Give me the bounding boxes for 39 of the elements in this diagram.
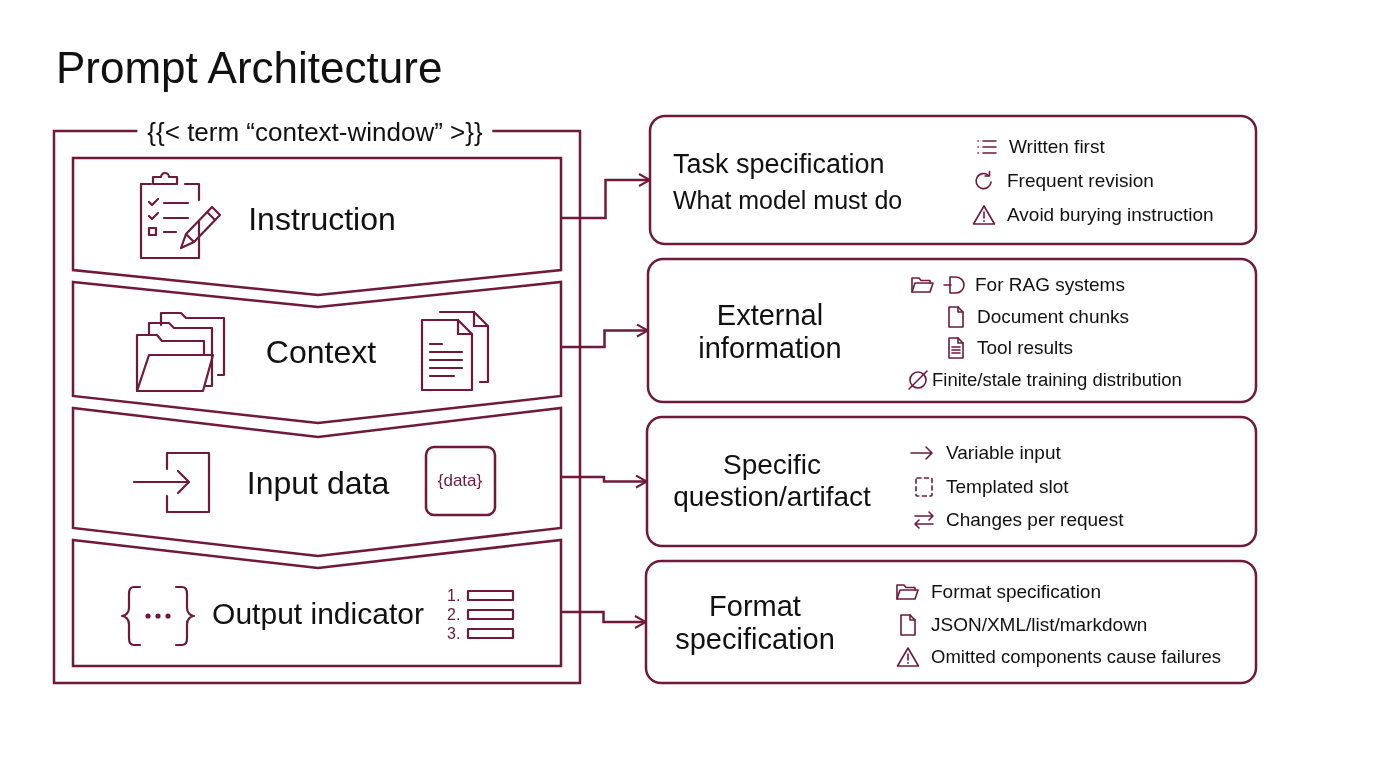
chevron-band (73, 158, 561, 295)
band-label: Context (265, 333, 377, 371)
list-item: Omitted components cause failures (931, 646, 1221, 668)
chevron-band (73, 540, 561, 666)
list-item: Templated slot (946, 476, 1069, 498)
description-box (650, 116, 1256, 244)
band-label: Output indicator (212, 596, 424, 632)
description-box (646, 561, 1256, 683)
band-label: Instruction (248, 200, 396, 238)
list-item: Variable input (946, 442, 1061, 464)
list-item: Format specification (931, 581, 1101, 603)
arrow (561, 610, 647, 629)
description-box (648, 259, 1256, 402)
arrow (561, 173, 651, 220)
list-item: Avoid burying instruction (1007, 204, 1214, 226)
list-item: Document chunks (977, 306, 1130, 328)
box-heading: External information (697, 298, 843, 366)
list-number: 1. (447, 586, 461, 606)
chevron-band (73, 408, 561, 556)
band-label: Input data (246, 464, 390, 502)
box-heading: Format specification (674, 589, 836, 657)
box-heading: What model must do (673, 185, 903, 215)
arrow (561, 474, 648, 489)
arrow (561, 323, 649, 349)
placeholder-field: {data} (426, 447, 495, 515)
list-item: For RAG systems (975, 274, 1125, 296)
list-item: Finite/stale training distribution (932, 369, 1182, 391)
list-number: 3. (447, 624, 461, 644)
box-heading: Specific question/artifact (672, 448, 872, 514)
list-item: Changes per request (946, 509, 1124, 531)
list-number: 2. (447, 605, 461, 625)
list-item: Written first (1009, 136, 1105, 158)
chevron-band (73, 282, 561, 423)
diagram-title: Prompt Architecture (56, 42, 443, 94)
list-item: JSON/XML/list/markdown (931, 614, 1148, 636)
description-box (647, 417, 1256, 546)
list-item: Frequent revision (1007, 170, 1154, 192)
list-item: Tool results (977, 337, 1074, 359)
box-heading: Task specification (673, 149, 885, 181)
